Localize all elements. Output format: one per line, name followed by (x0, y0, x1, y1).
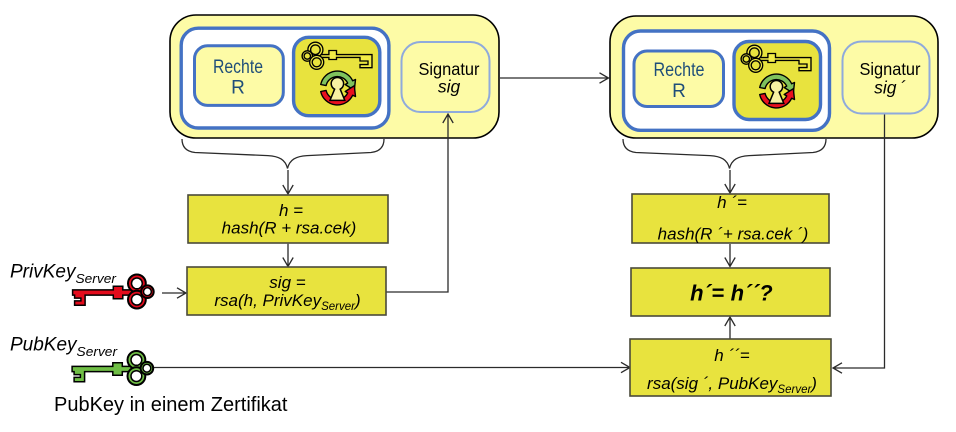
svg-text:Rechte: Rechte (654, 60, 705, 81)
svg-text:Signatur: Signatur (419, 59, 480, 79)
svg-text:sig: sig (438, 77, 461, 97)
svg-text:Signatur: Signatur (860, 59, 921, 79)
svg-text:sig =: sig = (269, 273, 305, 292)
svg-text:PubKey in einem Zertifikat: PubKey in einem Zertifikat (54, 394, 288, 416)
svg-text:R: R (672, 81, 686, 102)
svg-text:h ´=: h ´= (717, 193, 747, 212)
svg-text:hash(R ´+ rsa.cek ´): hash(R ´+ rsa.cek ´) (658, 224, 809, 243)
svg-text:PubKeyServer: PubKeyServer (10, 335, 118, 359)
svg-text:h ´´=: h ´´= (714, 346, 750, 365)
svg-text:h´= h´´?: h´= h´´? (690, 280, 773, 305)
svg-text:Rechte: Rechte (213, 57, 263, 78)
svg-text:hash(R + rsa.cek): hash(R + rsa.cek) (222, 218, 357, 237)
svg-text:rsa(sig ´, PubKeyServer): rsa(sig ´, PubKeyServer) (647, 374, 817, 396)
svg-text:h =: h = (279, 201, 303, 220)
svg-text:PrivKeyServer: PrivKeyServer (10, 262, 117, 286)
svg-text:R: R (231, 78, 245, 99)
svg-text:sig ´: sig ´ (874, 78, 906, 98)
